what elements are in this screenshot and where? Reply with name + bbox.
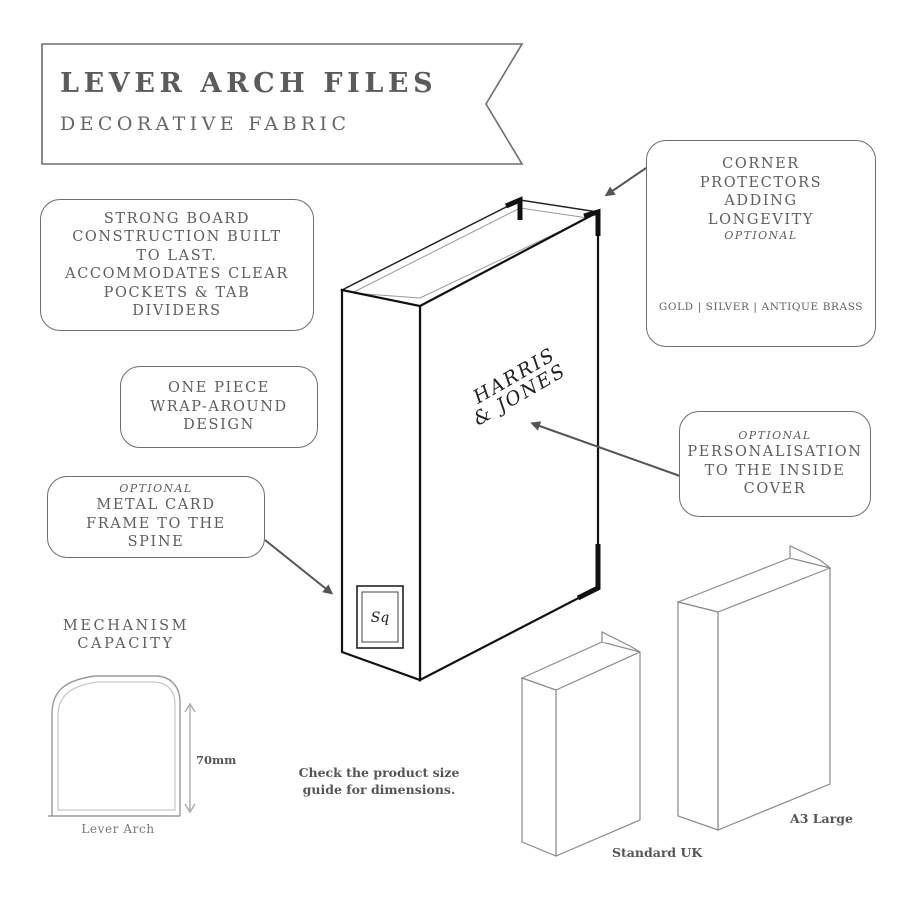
banner-title-text: LEVER ARCH FILES: [60, 68, 438, 99]
a3-large-outline: [676, 545, 831, 831]
arrow-card-frame: [264, 539, 334, 595]
banner-subtitle-text: DECORATIVE FABRIC: [60, 113, 351, 135]
spine: [340, 288, 422, 682]
corner-protector-top: [583, 208, 601, 236]
spine-card-frame: [356, 585, 404, 649]
mechanism-capacity-value: 70mm: [196, 753, 236, 767]
callout-personalisation-text: PERSONALISATION TO THE INSIDE COVER: [687, 444, 863, 498]
title-banner-shape: [41, 43, 524, 165]
callout-wrap-text: ONE PIECE WRAP-AROUND DESIGN: [150, 380, 288, 434]
callout-board-construction: STRONG BOARD CONSTRUCTION BUILT TO LAST.…: [40, 199, 314, 331]
standard-uk-outline: [520, 631, 641, 857]
callout-wrap-around: ONE PIECE WRAP-AROUND DESIGN: [120, 366, 318, 448]
lever-arch-file-illustration: Sq HARRIS & JONES: [339, 196, 601, 682]
callout-personalisation: OPTIONAL PERSONALISATION TO THE INSIDE C…: [679, 411, 871, 517]
mechanism-label-text: Lever Arch: [81, 822, 155, 836]
banner-title: LEVER ARCH FILES: [60, 68, 480, 99]
callout-card-frame: OPTIONAL METAL CARD FRAME TO THE SPINE: [47, 476, 265, 558]
banner-subtitle: DECORATIVE FABRIC: [60, 113, 480, 135]
a3-large-label: A3 Large: [790, 811, 853, 826]
arrow-personalisation: [530, 421, 681, 477]
callout-corners-optional: OPTIONAL: [724, 229, 798, 242]
standard-uk-label-text: Standard UK: [612, 845, 703, 860]
corner-options-label: GOLD | SILVER | ANTIQUE BRASS: [658, 301, 864, 313]
callout-corner-protectors: CORNER PROTECTORS ADDING LONGEVITY OPTIO…: [646, 140, 876, 347]
mechanism-label: Lever Arch: [52, 822, 184, 836]
corner-protector-bottom: [576, 544, 601, 601]
mechanism-title-text: MECHANISM CAPACITY: [62, 618, 190, 652]
callout-personalisation-optional: OPTIONAL: [738, 429, 812, 443]
callout-corners-text: CORNER PROTECTORS ADDING LONGEVITY: [699, 156, 823, 228]
callout-board-text: STRONG BOARD CONSTRUCTION BUILT TO LAST.…: [65, 210, 289, 320]
callout-card-frame-optional: OPTIONAL: [119, 482, 193, 496]
spine-monogram: Sq: [371, 610, 390, 626]
size-guide-note: Check the product size guide for dimensi…: [294, 764, 464, 798]
standard-uk-label: Standard UK: [612, 845, 702, 860]
mechanism-diagram: [48, 675, 196, 817]
corner-protector-back: [505, 196, 523, 220]
capacity-value-text: 70mm: [196, 753, 237, 767]
arrow-corner-protectors: [604, 167, 647, 197]
size-guide-note-text: Check the product size guide for dimensi…: [298, 765, 460, 797]
callout-card-frame-text: METAL CARD FRAME TO THE SPINE: [86, 497, 226, 551]
mechanism-title: MECHANISM CAPACITY: [56, 617, 196, 653]
a3-large-label-text: A3 Large: [790, 811, 853, 826]
